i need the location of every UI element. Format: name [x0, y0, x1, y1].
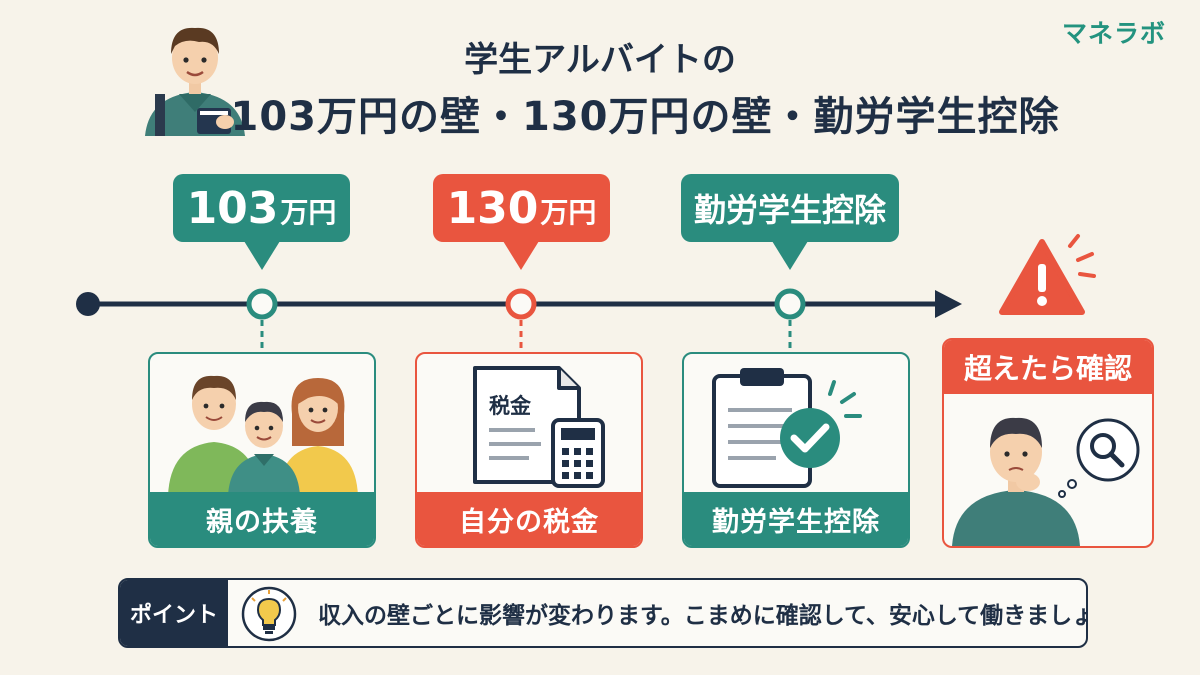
callout-103-unit: 万円: [280, 196, 337, 229]
card-parent-dependent-label: 親の扶養: [150, 492, 374, 546]
callout-130-number: 130: [446, 182, 539, 234]
point-tag: ポイント: [120, 580, 228, 646]
point-text: 収入の壁ごとに影響が変わります。こまめに確認して、安心して働きましょう。: [318, 603, 1088, 629]
callout-deduction: 勤労学生控除: [681, 174, 899, 242]
callout-deduction-text: 勤労学生控除: [693, 191, 886, 229]
page-title-line2: 103万円の壁・130万円の壁・勤労学生控除: [230, 94, 1060, 140]
lightbulb-icon: [241, 586, 297, 642]
tax-document-calculator-icon: [473, 366, 605, 488]
point-bar: ポイント 収入の壁ごとに影響が変わります。こまめに確認して、安心して働きましょう…: [118, 578, 1088, 648]
callout-103-number: 103: [186, 182, 279, 234]
warning-triangle-icon: [999, 234, 1096, 315]
card-working-student-deduction: 勤労学生控除: [682, 352, 910, 548]
card-own-tax-label: 自分の税金: [417, 492, 641, 546]
page-title-line1: 学生アルバイトの: [464, 40, 736, 80]
card-parent-dependent: 親の扶養: [148, 352, 376, 548]
card-own-tax: 税金 自分の税金: [415, 352, 643, 548]
confirm-card: 超えたら確認: [942, 338, 1154, 548]
clipboard-check-icon: [712, 368, 862, 488]
callout-103: 103 万円: [173, 174, 350, 242]
family-icon: [168, 375, 358, 496]
student-illustration: [145, 27, 245, 136]
document-tax-text: 税金: [489, 394, 531, 418]
thinking-student-icon: [952, 417, 1140, 546]
callout-130-unit: 万円: [540, 196, 597, 229]
confirm-label: 超えたら確認: [944, 340, 1152, 394]
callout-130: 130 万円: [433, 174, 610, 242]
brand-logo: マネラボ: [1062, 19, 1167, 48]
card-working-student-deduction-label: 勤労学生控除: [684, 492, 908, 546]
